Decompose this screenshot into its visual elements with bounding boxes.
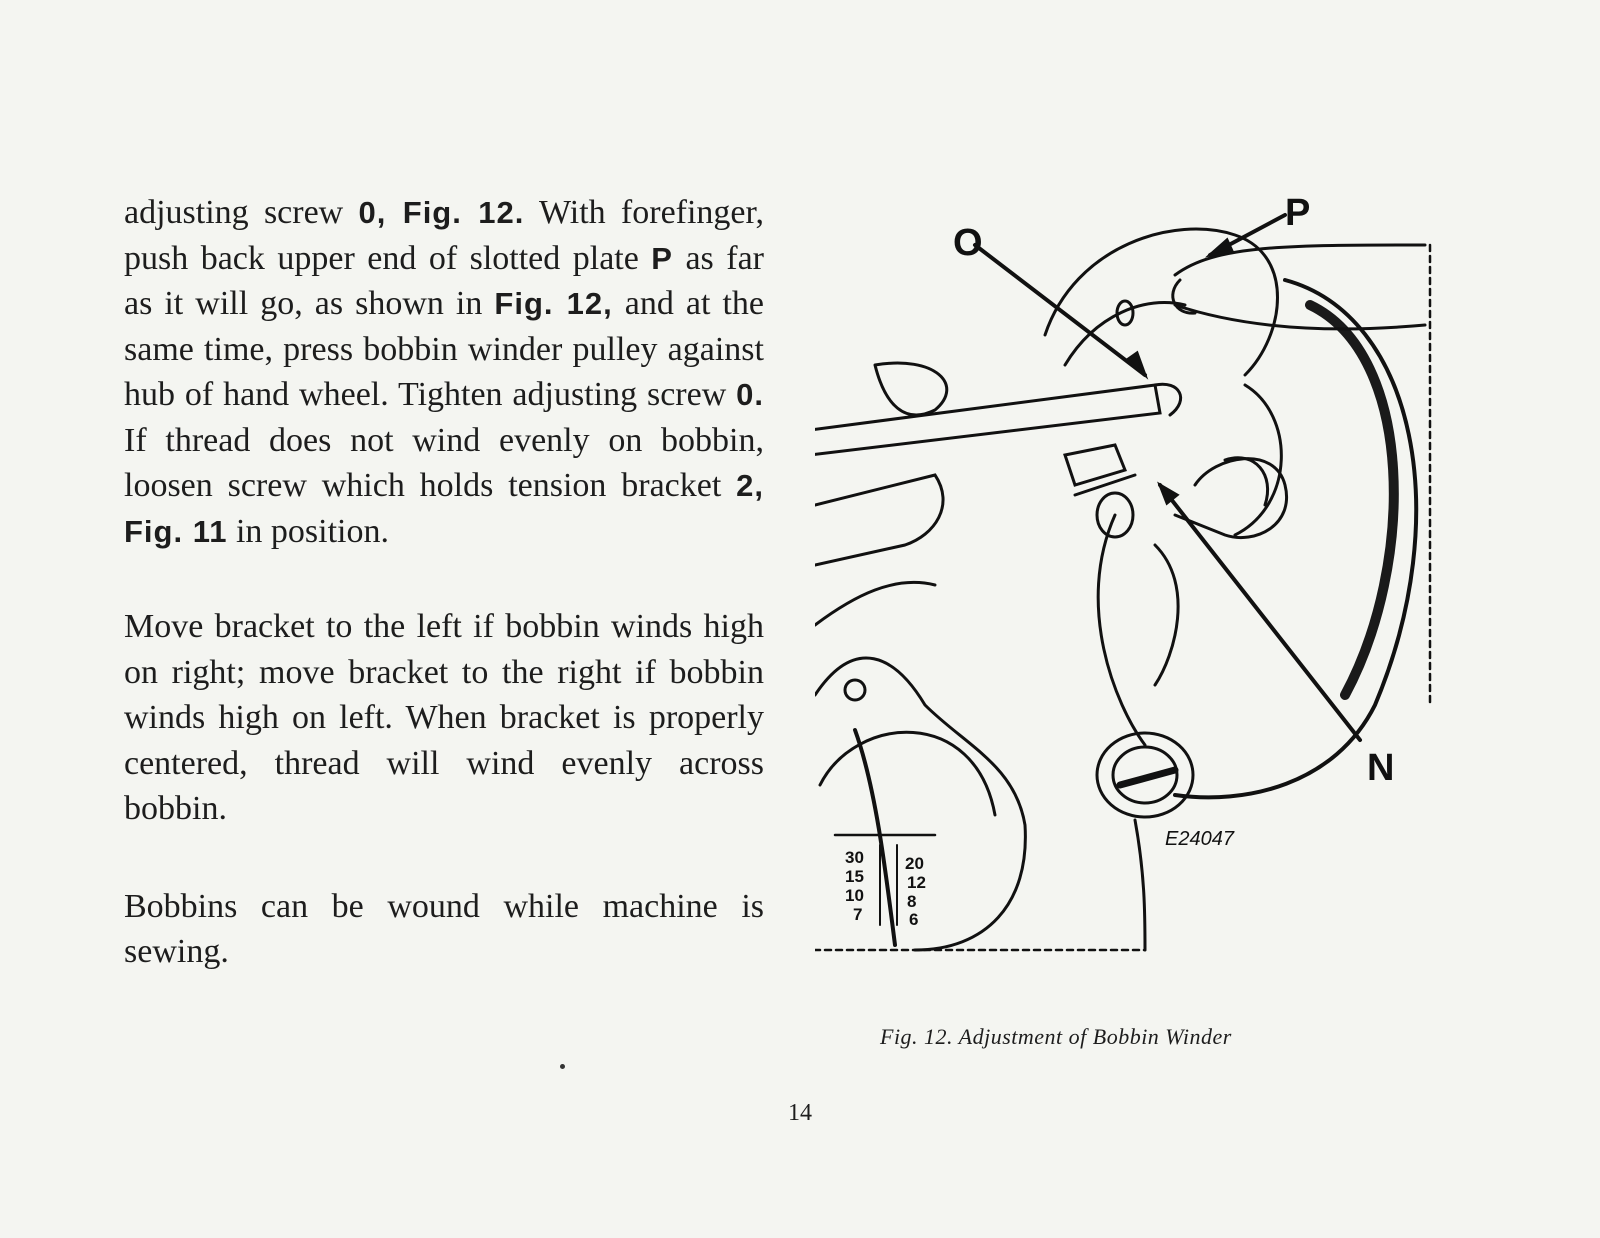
bold-reference: P <box>651 240 673 276</box>
text-run: adjusting screw <box>124 194 359 231</box>
label-o: O <box>953 222 983 264</box>
text-run: and at the same time, press bobbin winde… <box>124 285 764 413</box>
body-text: adjusting screw 0, Fig. 12. With fore­fi… <box>124 190 764 975</box>
figure-caption: Fig. 12. Adjustment of Bobbin Winder <box>880 1024 1232 1049</box>
text-run: Bobbins can be wound while machine is se… <box>124 887 764 971</box>
paragraph-3: Bobbins can be wound while machine is se… <box>124 884 764 975</box>
dial-left-2: 15 <box>845 867 864 886</box>
stray-dot <box>560 1064 565 1069</box>
dial-right-2: 12 <box>907 873 926 892</box>
dial-left-4: 7 <box>853 905 862 924</box>
text-run: Move bracket to the left if bobbin winds… <box>124 608 764 827</box>
dial-right-3: 8 <box>907 892 916 911</box>
label-n: N <box>1367 747 1394 789</box>
dial-left-1: 30 <box>845 848 864 867</box>
dial-right-4: 6 <box>909 910 918 929</box>
dial-left-3: 10 <box>845 886 864 905</box>
bold-reference: 2, Fig. 11 <box>124 468 764 549</box>
bold-reference: 0, Fig. 12. <box>358 195 525 230</box>
text-run: as far as it will go, as shown in <box>124 239 764 323</box>
dial-right-1: 20 <box>905 854 924 873</box>
paragraph-2: Move bracket to the left if bobbin winds… <box>124 604 764 832</box>
label-p: P <box>1285 192 1310 234</box>
bold-reference: 0. <box>736 377 764 412</box>
text-run: If thread does not wind evenly on bob­bi… <box>124 421 764 505</box>
bold-reference: Fig. 12, <box>494 286 613 321</box>
bobbin-winder-illustration: O P N E24047 30 15 10 7 20 12 8 6 <box>815 185 1465 985</box>
page-number: 14 <box>788 1100 812 1126</box>
text-run: in position. <box>227 512 390 550</box>
paragraph-1: adjusting screw 0, Fig. 12. With fore­fi… <box>124 190 764 554</box>
text-run: With fore­finger, push back upper end of… <box>124 194 764 277</box>
figure-code: E24047 <box>1165 828 1235 850</box>
